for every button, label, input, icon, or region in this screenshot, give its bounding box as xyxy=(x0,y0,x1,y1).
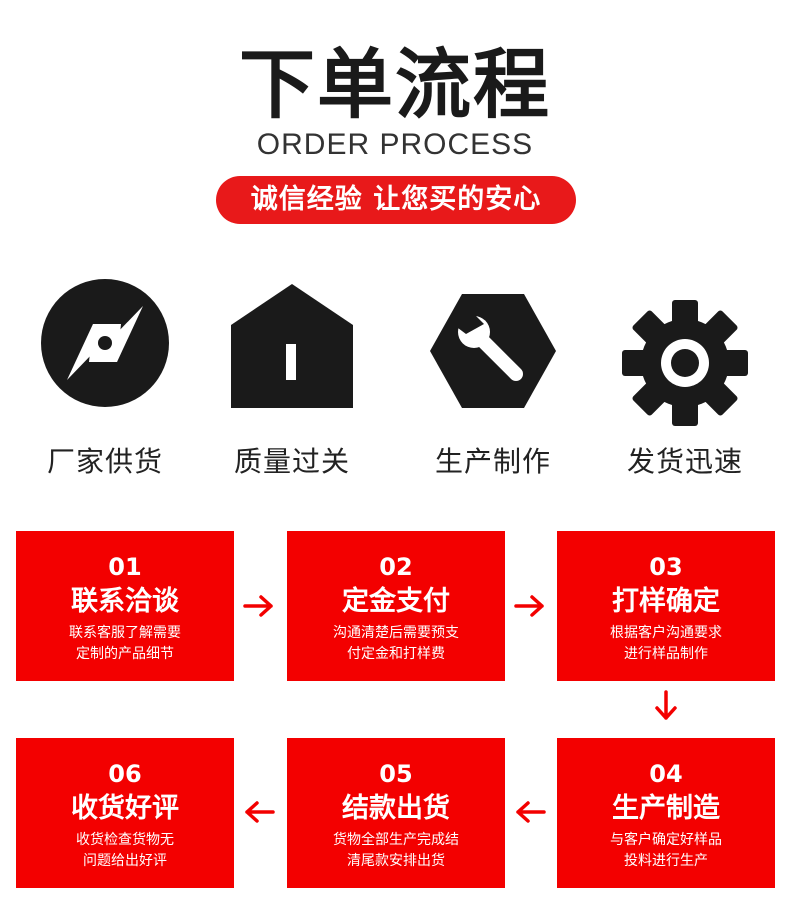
compass-icon xyxy=(41,279,169,407)
step-description-line: 收货检查货物无 xyxy=(76,832,174,848)
step-description: 货物全部生产完成结 清尾款安排出货 xyxy=(287,830,505,872)
feature-label: 厂家供货 xyxy=(46,445,163,478)
step-description-line: 根据客户沟通要求 xyxy=(610,625,722,641)
step-number: 04 xyxy=(649,760,683,788)
step-title: 打样确定 xyxy=(612,586,720,617)
arrow-left-icon xyxy=(514,800,546,824)
feature-label: 生产制作 xyxy=(434,445,551,478)
step-description-line: 货物全部生产完成结 xyxy=(333,832,459,848)
step-number: 05 xyxy=(379,760,413,788)
step-description: 根据客户沟通要求 进行样品制作 xyxy=(557,623,775,665)
house-icon xyxy=(231,284,353,408)
step-description-line: 进行样品制作 xyxy=(624,646,708,662)
step-description-line: 付定金和打样费 xyxy=(347,646,445,662)
step-description-line: 联系客服了解需要 xyxy=(69,625,181,641)
step-title: 联系洽谈 xyxy=(71,586,179,617)
step-description-line: 定制的产品细节 xyxy=(76,646,174,662)
feature-label: 发货迅速 xyxy=(626,445,743,478)
feature-label: 质量过关 xyxy=(233,445,350,478)
step-number: 06 xyxy=(108,760,142,788)
step-description-line: 清尾款安排出货 xyxy=(347,853,445,869)
step-description-line: 沟通清楚后需要预支 xyxy=(333,625,459,641)
gear-icon xyxy=(622,300,748,426)
arrow-left-icon xyxy=(243,800,275,824)
step-description: 沟通清楚后需要预支 付定金和打样费 xyxy=(287,623,505,665)
step-number: 01 xyxy=(108,553,142,581)
step-title: 收货好评 xyxy=(71,793,179,824)
step-description: 联系客服了解需要 定制的产品细节 xyxy=(16,623,234,665)
step-03: 03 打样确定 根据客户沟通要求 进行样品制作 xyxy=(557,531,775,681)
page-subtitle: ORDER PROCESS xyxy=(256,128,534,161)
step-04: 04 生产制造 与客户确定好样品 投料进行生产 xyxy=(557,738,775,888)
step-description: 收货检查货物无 问题给出好评 xyxy=(16,830,234,872)
step-06: 06 收货好评 收货检查货物无 问题给出好评 xyxy=(16,738,234,888)
arrow-right-icon xyxy=(243,594,275,618)
step-title: 结款出货 xyxy=(342,793,450,824)
step-description-line: 与客户确定好样品 xyxy=(610,832,722,848)
feature-quality: 质量过关 xyxy=(197,278,387,488)
step-description: 与客户确定好样品 投料进行生产 xyxy=(557,830,775,872)
step-number: 03 xyxy=(649,553,683,581)
step-02: 02 定金支付 沟通清楚后需要预支 付定金和打样费 xyxy=(287,531,505,681)
step-05: 05 结款出货 货物全部生产完成结 清尾款安排出货 xyxy=(287,738,505,888)
slogan-badge: 诚信经验 让您买的安心 xyxy=(216,176,576,224)
wrench-icon xyxy=(430,294,556,408)
step-title: 生产制造 xyxy=(612,793,720,824)
page-title: 下单流程 xyxy=(239,40,551,129)
step-title: 定金支付 xyxy=(342,586,450,617)
step-description-line: 投料进行生产 xyxy=(624,853,708,869)
step-number: 02 xyxy=(379,553,413,581)
step-description-line: 问题给出好评 xyxy=(83,853,167,869)
feature-fast-delivery: 发货迅速 xyxy=(590,278,780,488)
feature-production: 生产制作 xyxy=(398,278,588,488)
arrow-right-icon xyxy=(514,594,546,618)
arrow-down-icon xyxy=(654,690,678,722)
step-01: 01 联系洽谈 联系客服了解需要 定制的产品细节 xyxy=(16,531,234,681)
feature-factory-supply: 厂家供货 xyxy=(10,278,200,488)
